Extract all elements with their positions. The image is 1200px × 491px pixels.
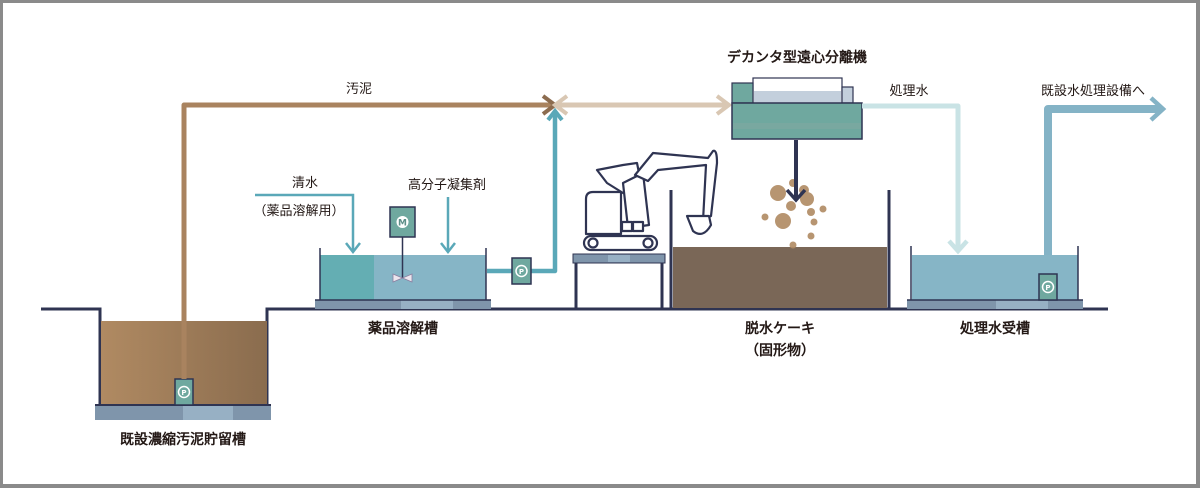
polymer-pipe bbox=[440, 197, 456, 255]
label-clean-water: 清水 bbox=[292, 176, 318, 191]
svg-text:P: P bbox=[1045, 284, 1050, 292]
motor-icon bbox=[396, 216, 409, 228]
pump-icon bbox=[515, 264, 528, 278]
svg-text:M: M bbox=[398, 219, 407, 229]
label-decanter: デカンタ型遠心分離機 bbox=[727, 49, 867, 66]
excavator-platform bbox=[572, 253, 666, 309]
label-existing-sludge-tank: 既設濃縮汚泥貯留槽 bbox=[120, 431, 246, 448]
label-polymer: 高分子凝集剤 bbox=[408, 177, 486, 193]
label-to-existing-facility: 既設水処理設備へ bbox=[1041, 83, 1145, 99]
treated-water-pipe bbox=[862, 103, 969, 255]
decanter-centrifuge bbox=[731, 77, 863, 203]
label-dewatered-cake: 脱水ケーキ bbox=[745, 320, 815, 337]
chemical-tank: M bbox=[315, 206, 491, 309]
pump-icon bbox=[1041, 280, 1055, 294]
chemical-feed-pipe: P bbox=[487, 107, 564, 285]
label-dewatered-cake-note: （固形物） bbox=[745, 342, 815, 359]
pump-icon bbox=[177, 385, 191, 399]
clean-water-pipe bbox=[255, 193, 361, 255]
cake-bin bbox=[669, 190, 891, 309]
treated-water-tank: P bbox=[907, 246, 1083, 309]
label-treated-water: 処理水 bbox=[889, 84, 928, 99]
sludge-pump: P bbox=[174, 378, 194, 406]
label-sludge-flow: 汚泥 bbox=[346, 82, 372, 97]
treated-water-pump: P bbox=[1038, 273, 1058, 301]
agitator-blade bbox=[392, 273, 404, 283]
final-discharge-pipe bbox=[1044, 96, 1167, 255]
label-clean-water-note: （薬品溶解用） bbox=[253, 204, 344, 219]
svg-text:P: P bbox=[519, 268, 524, 276]
excavator-icon bbox=[582, 149, 719, 252]
agitator-motor: M bbox=[389, 206, 416, 283]
svg-text:P: P bbox=[181, 389, 186, 397]
cake-particles bbox=[761, 179, 827, 249]
chemical-pump: P bbox=[511, 257, 532, 285]
label-treated-water-tank: 処理水受槽 bbox=[959, 320, 1030, 337]
label-chemical-tank: 薬品溶解槽 bbox=[368, 320, 438, 337]
cake-fill bbox=[673, 247, 887, 308]
flow-diagram-svg: P 既設濃縮汚泥貯留槽 汚泥 清水 （薬品溶解用） 高分子凝集剤 bbox=[41, 49, 1167, 448]
mixed-feed-pipe bbox=[551, 94, 733, 116]
